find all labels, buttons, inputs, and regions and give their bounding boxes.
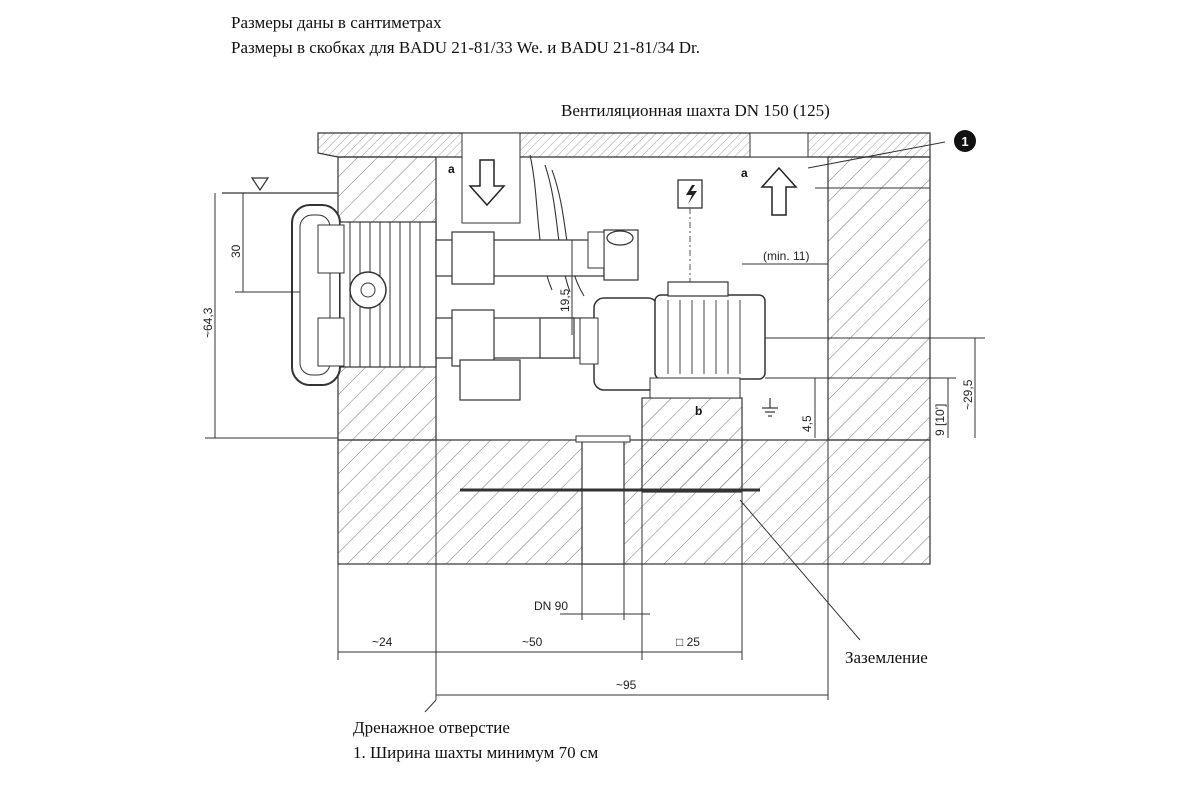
label-a-left: a <box>448 162 455 176</box>
dim-25: □ 25 <box>676 635 700 649</box>
marker-1: 1 <box>954 130 976 152</box>
electric-hazard-icon <box>677 179 703 290</box>
svg-text:1: 1 <box>961 134 968 149</box>
dim-64-3: ~64,3 <box>201 307 215 338</box>
dim-9: 9 [10'] <box>933 404 947 436</box>
label-a-right: a <box>741 166 748 180</box>
dim-95: ~95 <box>616 678 637 692</box>
pump-pedestal <box>641 397 743 493</box>
shaft-width-note: 1. Ширина шахты минимум 70 см <box>353 743 599 762</box>
dim-min-11: (min. 11) <box>763 249 809 263</box>
exhaust-shaft <box>749 132 809 158</box>
dimension-lines <box>205 141 985 713</box>
drain-pipe <box>581 439 625 565</box>
dim-30: 30 <box>229 244 243 258</box>
pipes <box>435 231 605 401</box>
valve <box>587 229 639 281</box>
pump <box>579 297 659 391</box>
bracket-note: Размеры в скобках для BADU 21-81/33 We. … <box>231 38 700 57</box>
ground-symbol-icon <box>762 398 778 417</box>
dim-19-5: 19,5 <box>558 288 572 312</box>
dim-4-5: 4,5 <box>800 415 814 432</box>
floor-slab <box>337 439 931 565</box>
dim-29-5: ~29,5 <box>961 379 975 410</box>
label-b: b <box>695 404 702 418</box>
water-level-icon <box>222 177 338 194</box>
drain-label: Дренажное отверстие <box>353 718 510 737</box>
dim-24: ~24 <box>372 635 393 649</box>
grounding-label: Заземление <box>845 648 928 667</box>
units-note: Размеры даны в сантиметрах <box>231 13 442 32</box>
jet-unit <box>291 204 437 386</box>
right-wall <box>827 156 931 441</box>
dim-dn90: DN 90 <box>534 599 568 613</box>
airflow-up-arrow <box>760 166 798 216</box>
vent-shaft-label: Вентиляционная шахта DN 150 (125) <box>561 101 830 120</box>
dim-50: ~50 <box>522 635 543 649</box>
airflow-down-arrow <box>468 159 506 207</box>
top-slab <box>317 132 931 158</box>
motor <box>649 281 766 399</box>
